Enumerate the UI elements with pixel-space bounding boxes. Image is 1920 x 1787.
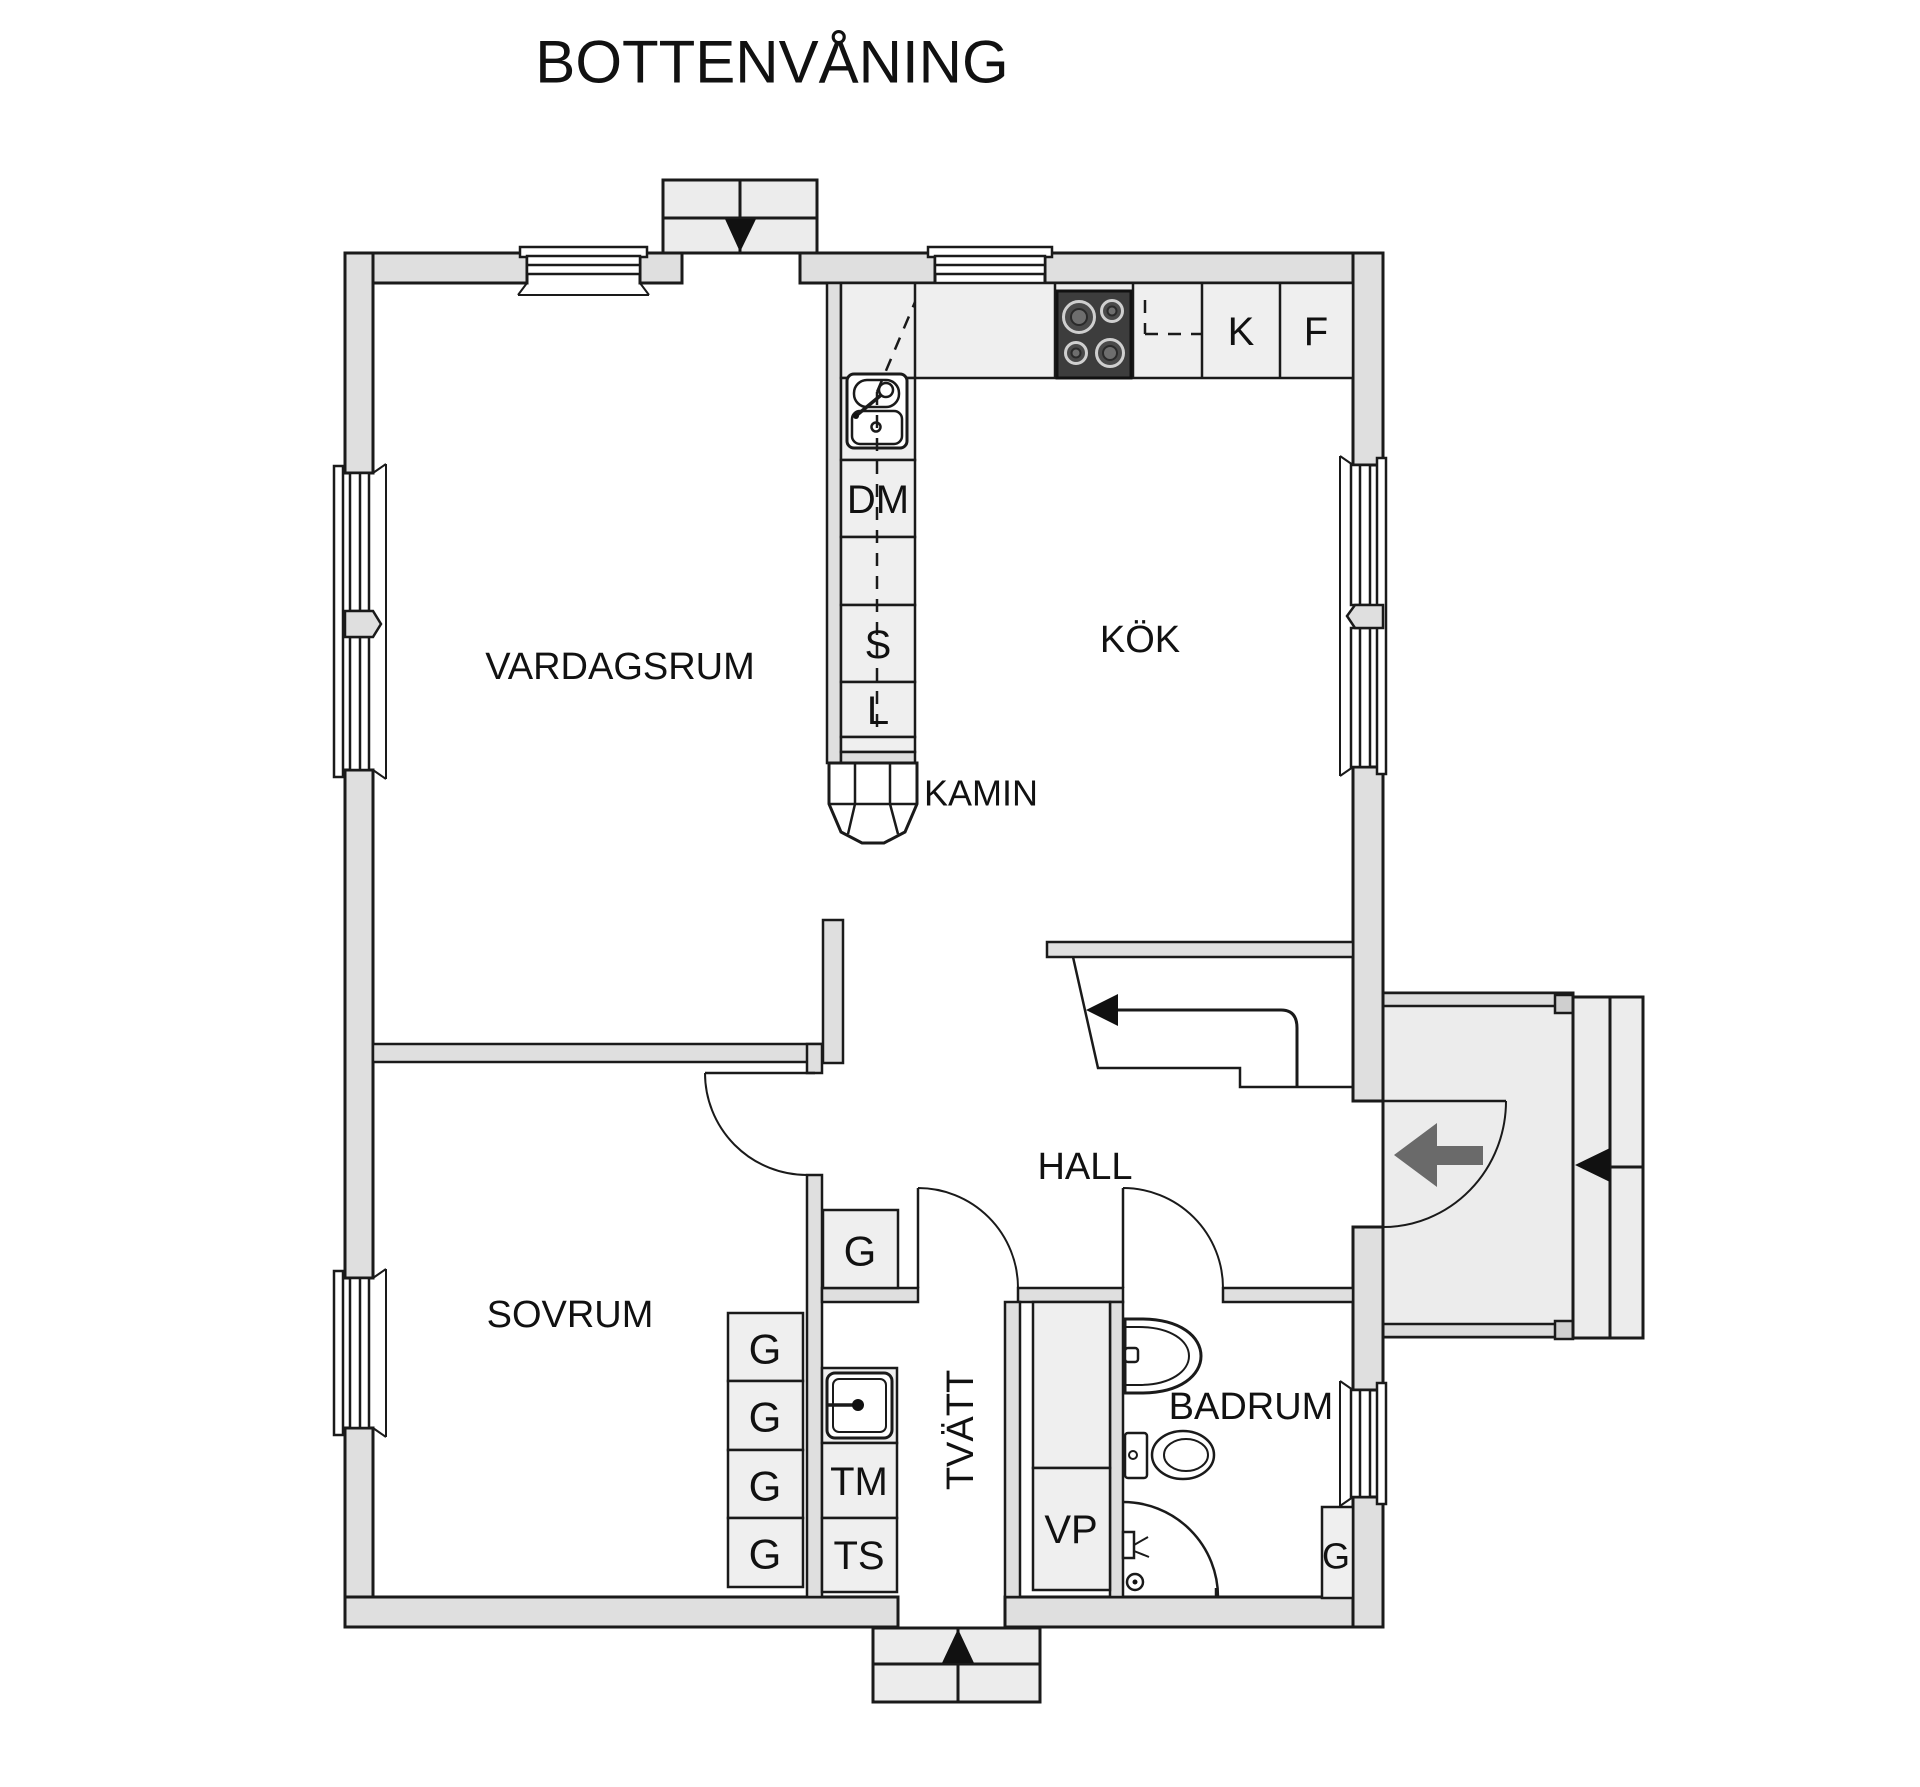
arrow-left-icon bbox=[1575, 1148, 1610, 1182]
closet-label-g: G bbox=[1322, 1536, 1350, 1577]
vent-duct-dashed-line bbox=[875, 300, 1202, 737]
entry-arrow-left-icon bbox=[1394, 1123, 1483, 1187]
room-label-tvatt: TVÄTT bbox=[940, 1370, 982, 1490]
closet-tvatt-top bbox=[821, 1208, 900, 1290]
room-label-hall: HALL bbox=[1037, 1146, 1132, 1188]
cabinet-label-dm: DM bbox=[847, 478, 909, 522]
window-right-badrum bbox=[1339, 1380, 1388, 1507]
window-mullion bbox=[1345, 603, 1385, 630]
closet-label-g: G bbox=[749, 1326, 782, 1373]
window-left-sovrum bbox=[332, 1268, 387, 1438]
room-label-kok: KÖK bbox=[1100, 619, 1180, 661]
cabinet-label-s: S bbox=[865, 623, 892, 667]
stair-arrow-left-icon bbox=[1086, 994, 1118, 1026]
window-right-kok bbox=[1339, 455, 1388, 777]
laundry-label-tm: TM bbox=[830, 1460, 888, 1504]
closet-label-g: G bbox=[749, 1394, 782, 1441]
arrow-down-icon bbox=[725, 219, 756, 252]
toilet-icon bbox=[1123, 1429, 1216, 1481]
closet-label-g: G bbox=[749, 1463, 782, 1510]
window-mullion bbox=[343, 609, 383, 639]
porch-post-top bbox=[1553, 993, 1575, 1015]
fireplace-icon bbox=[827, 761, 919, 845]
closet-label-g: G bbox=[844, 1228, 877, 1275]
door-tvatt bbox=[916, 1187, 1019, 1289]
closet-badrum bbox=[1320, 1505, 1355, 1600]
room-label-badrum: BADRUM bbox=[1169, 1386, 1334, 1428]
door-badrum bbox=[1121, 1187, 1224, 1289]
cabinet-label-k: K bbox=[1228, 310, 1255, 354]
closet-label-g: G bbox=[749, 1531, 782, 1578]
water-heater bbox=[1031, 1466, 1112, 1592]
page-title: BOTTENVÅNING bbox=[535, 29, 1008, 96]
window-top-vardagsrum bbox=[517, 245, 650, 296]
closets-sovrum bbox=[726, 1311, 805, 1589]
room-label-vardagsrum: VARDAGSRUM bbox=[485, 646, 755, 688]
cooktop-4-burners-icon bbox=[1055, 289, 1133, 380]
square-sink-icon bbox=[825, 1371, 894, 1440]
window-left-vardagsrum bbox=[332, 463, 387, 780]
door-sovrum bbox=[704, 1071, 815, 1176]
door-main-entry bbox=[1382, 1099, 1507, 1228]
arrow-up-icon bbox=[942, 1629, 974, 1663]
laundry-label-vp: VP bbox=[1044, 1508, 1097, 1552]
cabinet-label-l: L bbox=[867, 689, 889, 733]
corner-shower-icon bbox=[1121, 1500, 1220, 1598]
porch-post-bottom bbox=[1553, 1319, 1575, 1341]
room-label-sovrum: SOVRUM bbox=[487, 1294, 654, 1336]
vp-column bbox=[1031, 1300, 1112, 1592]
staircase bbox=[1071, 956, 1353, 1089]
washbasin-icon bbox=[1123, 1317, 1203, 1395]
double-basin-sink-icon bbox=[845, 372, 909, 450]
fireplace-label: KAMIN bbox=[924, 773, 1038, 814]
tall-cabinet bbox=[1031, 1300, 1112, 1470]
window-top-kok bbox=[925, 245, 1055, 296]
laundry-label-ts: TS bbox=[833, 1534, 884, 1578]
cabinet-label-f: F bbox=[1304, 310, 1328, 354]
